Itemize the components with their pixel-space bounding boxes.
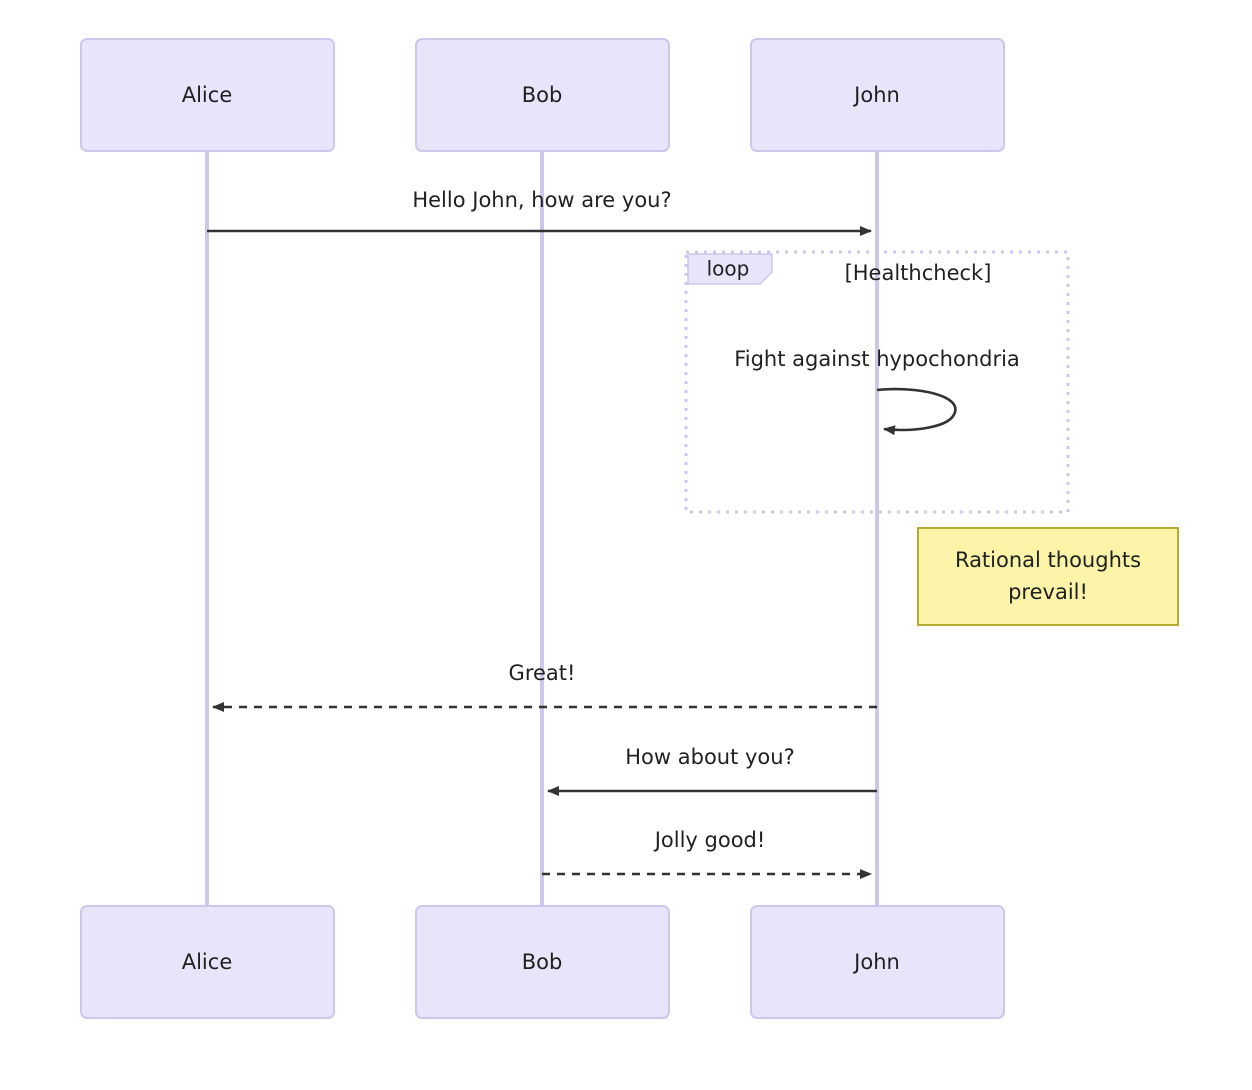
loop-label-tab <box>687 253 773 285</box>
actor-box-john-top[interactable]: John <box>750 38 1005 152</box>
actor-box-bob-top[interactable]: Bob <box>415 38 670 152</box>
message-label-1: Hello John, how are you? <box>412 188 671 212</box>
message-how-about-you[interactable]: How about you? <box>547 745 877 796</box>
actor-label-john-top: John <box>852 83 900 107</box>
actor-rect <box>750 38 1005 152</box>
actor-label-john-bottom: John <box>852 950 900 974</box>
self-message-loop-arrow <box>876 387 957 436</box>
actor-rect <box>415 905 670 1019</box>
lifelines-group <box>205 151 879 906</box>
actor-box-alice-bottom[interactable]: Alice <box>80 905 335 1019</box>
loop-block-healthcheck[interactable]: loop [Healthcheck] Fight against hypocho… <box>684 250 1070 514</box>
note-rect <box>917 527 1179 626</box>
actor-label-bob-bottom: Bob <box>522 950 563 974</box>
message-hello-john[interactable]: Hello John, how are you? <box>207 188 872 236</box>
actor-box-alice-top[interactable]: Alice <box>80 38 335 152</box>
actor-label-alice-bottom: Alice <box>182 950 233 974</box>
self-message-label: Fight against hypochondria <box>734 347 1020 371</box>
loop-keyword-label: loop <box>707 257 750 281</box>
actor-box-john-bottom[interactable]: John <box>750 905 1005 1019</box>
self-message-fight-hypochondria[interactable]: Fight against hypochondria <box>734 347 1020 436</box>
message-label-4: Jolly good! <box>653 828 766 852</box>
actor-box-bob-bottom[interactable]: Bob <box>415 905 670 1019</box>
message-great[interactable]: Great! <box>212 661 877 712</box>
actor-rect <box>80 38 335 152</box>
actor-label-alice-top: Alice <box>182 83 233 107</box>
loop-block-border <box>684 250 1070 514</box>
note-rational-thoughts[interactable]: Rational thoughts prevail! <box>917 527 1179 626</box>
actor-rect <box>415 38 670 152</box>
message-label-2: Great! <box>509 661 576 685</box>
loop-condition-label: [Healthcheck] <box>845 261 992 285</box>
actor-label-bob-top: Bob <box>522 83 563 107</box>
actor-boxes-bottom: Alice Bob John <box>80 905 1005 1019</box>
message-label-3: How about you? <box>625 745 795 769</box>
actor-rect <box>750 905 1005 1019</box>
note-line-2: prevail! <box>1008 580 1088 604</box>
note-line-1: Rational thoughts <box>955 548 1141 572</box>
actor-boxes-top: Alice Bob John <box>80 38 1005 152</box>
actor-rect <box>80 905 335 1019</box>
message-jolly-good[interactable]: Jolly good! <box>542 828 872 879</box>
